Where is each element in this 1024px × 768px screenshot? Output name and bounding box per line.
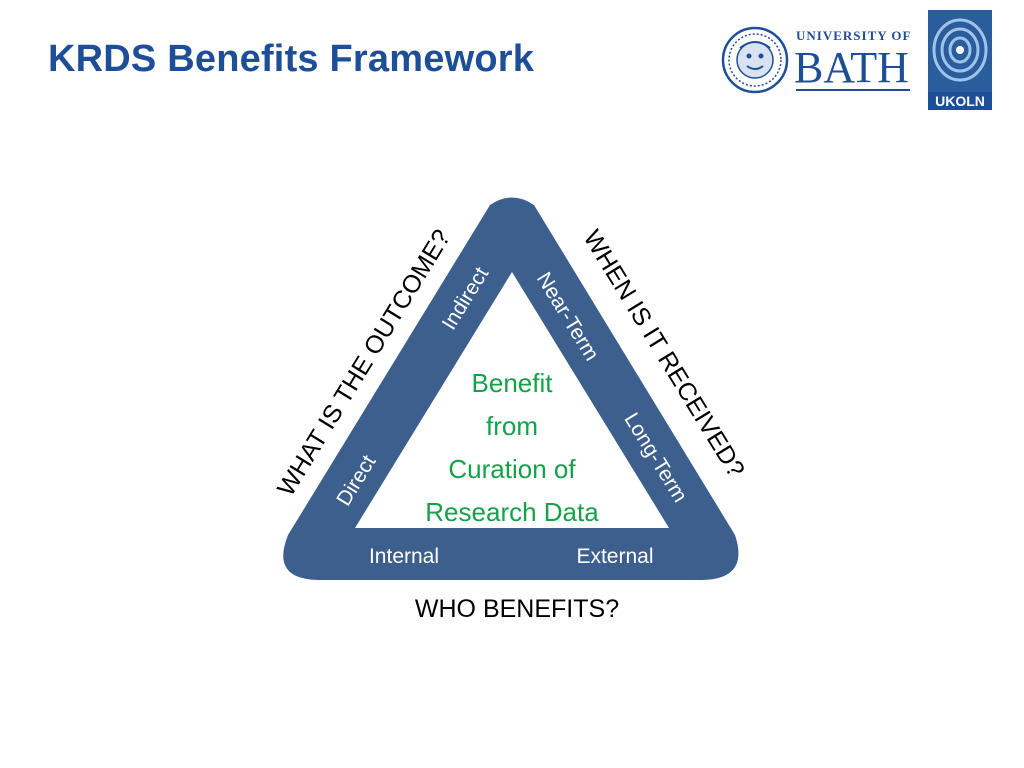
ukoln-logo-text: UKOLN (935, 93, 985, 109)
ukoln-logo: UKOLN (928, 10, 992, 110)
bath-logo-line2: BATH (794, 43, 909, 92)
bottom-question: WHO BENEFITS? (415, 595, 619, 623)
center-line-2: from (486, 411, 538, 441)
bath-seal-icon (721, 26, 789, 94)
bath-logo-line1: UNIVERSITY OF (796, 28, 911, 43)
center-line-1: Benefit (472, 368, 554, 398)
university-of-bath-logo: UNIVERSITY OF BATH (721, 26, 911, 94)
center-line-3: Curation of (448, 454, 576, 484)
triangle-inner (355, 272, 669, 528)
center-line-4: Research Data (425, 497, 599, 527)
ukoln-swirl-icon (932, 18, 988, 82)
page-title: KRDS Benefits Framework (48, 38, 535, 80)
band-label-external: External (576, 545, 653, 568)
band-label-internal: Internal (369, 545, 439, 568)
